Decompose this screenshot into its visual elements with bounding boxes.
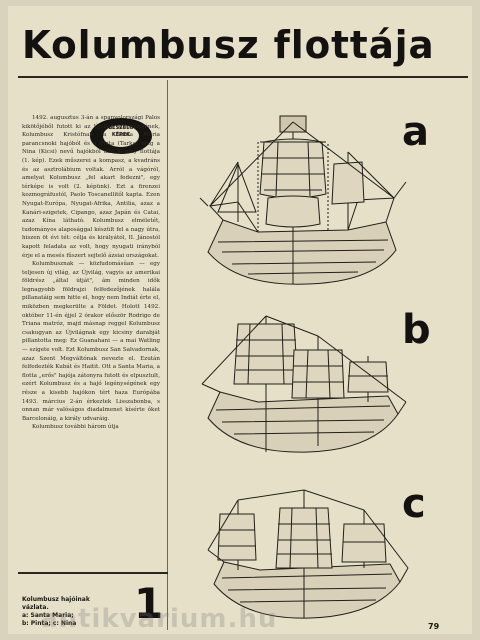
magazine-page: Kolumbusz flottája BESZÉLŐ KÉPEK 1492. a… <box>8 6 472 634</box>
figure-number: 1 <box>134 579 164 628</box>
ship-nina-drawing <box>207 489 409 619</box>
badge-line-1: BESZÉLŐ <box>108 125 134 131</box>
watermark: antikvarium.hu <box>40 604 278 634</box>
ship-pinta-drawing <box>201 315 407 453</box>
figure-letter-a: a <box>402 109 429 155</box>
badge-line-2: KÉPEK <box>111 132 131 138</box>
page-title: Kolumbusz flottája <box>22 23 435 67</box>
figure-letter-b: b <box>402 307 431 353</box>
article-paragraph: Kolumbusznak — közfudomásúan — egy telje… <box>22 261 160 422</box>
article-paragraph: Kolumbusz további három útja <box>32 424 119 431</box>
article-body: 1492. augusztus 3-án a spanyolországi Pa… <box>22 114 160 432</box>
page-number: 79 <box>428 622 440 631</box>
ship-santa-maria-drawing <box>199 115 407 285</box>
title-rule <box>18 76 468 78</box>
figure-caption: Kolumbusz hajóinak vázlata. a: Santa Mar… <box>22 596 90 627</box>
figure-letter-c: c <box>402 481 426 527</box>
article-paragraph: 1492. augusztus 3-án a spanyolországi Pa… <box>22 115 160 259</box>
left-column: BESZÉLŐ KÉPEK <box>18 80 168 630</box>
figure-caption-box: Kolumbusz hajóinak vázlata. a: Santa Mar… <box>18 572 168 632</box>
beszelo-kepek-badge: BESZÉLŐ KÉPEK <box>90 118 160 158</box>
